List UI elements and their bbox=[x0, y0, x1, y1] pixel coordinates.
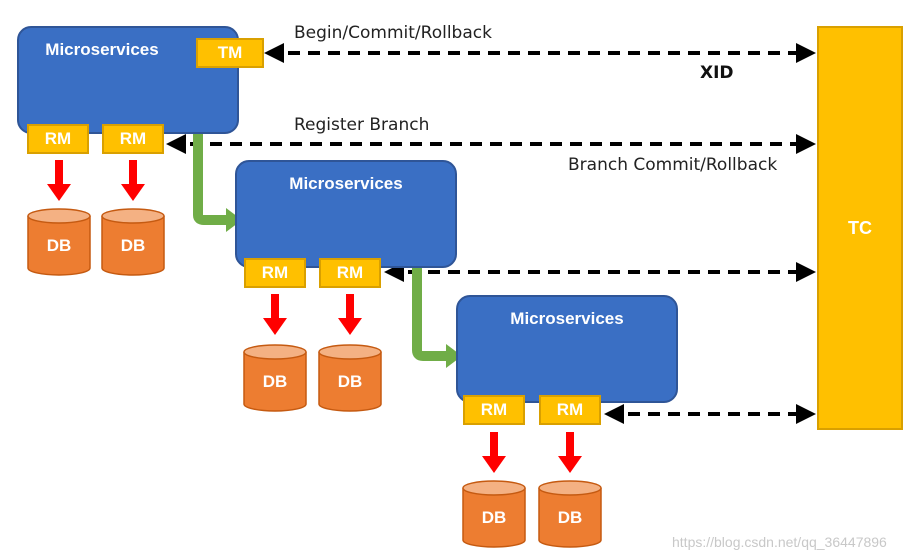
db-cylinder: DB bbox=[243, 344, 307, 412]
microservice-title: Microservices bbox=[45, 40, 159, 59]
watermark-text: https://blog.csdn.net/qq_36447896 bbox=[672, 534, 887, 550]
svg-text:DB: DB bbox=[482, 508, 507, 527]
label-begin-commit-rollback: Begin/Commit/Rollback bbox=[294, 23, 492, 43]
db-cylinder: DB bbox=[27, 208, 91, 276]
db-cylinder: DB bbox=[101, 208, 165, 276]
call-arrow-ms2-ms3 bbox=[412, 258, 448, 361]
microservice-title: Microservices bbox=[289, 174, 403, 193]
label-branch-commit-rollback: Branch Commit/Rollback bbox=[568, 155, 778, 175]
call-arrow-ms1-ms2 bbox=[193, 126, 228, 225]
svg-text:DB: DB bbox=[558, 508, 583, 527]
microservice-box-3: Microservices bbox=[456, 295, 678, 403]
microservice-box-2: Microservices bbox=[235, 160, 457, 268]
rm-box: RM bbox=[27, 124, 89, 154]
call-arrowhead-ms2-ms3 bbox=[446, 344, 462, 368]
rm-box: RM bbox=[463, 395, 525, 425]
rm-box: RM bbox=[244, 258, 306, 288]
svg-text:DB: DB bbox=[121, 236, 146, 255]
rm-box: RM bbox=[102, 124, 164, 154]
svg-text:DB: DB bbox=[338, 372, 363, 391]
microservice-title: Microservices bbox=[510, 309, 624, 328]
label-register-branch: Register Branch bbox=[294, 115, 430, 135]
rm-box: RM bbox=[319, 258, 381, 288]
tm-box: TM bbox=[196, 38, 264, 68]
tc-box: TC bbox=[817, 26, 903, 430]
label-xid: XID bbox=[700, 63, 734, 83]
rm-box: RM bbox=[539, 395, 601, 425]
db-cylinder: DB bbox=[462, 480, 526, 548]
db-cylinder: DB bbox=[538, 480, 602, 548]
db-cylinder: DB bbox=[318, 344, 382, 412]
call-arrowhead-ms1-ms2 bbox=[226, 208, 242, 232]
down-arrows bbox=[47, 160, 582, 473]
svg-text:DB: DB bbox=[263, 372, 288, 391]
svg-text:DB: DB bbox=[47, 236, 72, 255]
